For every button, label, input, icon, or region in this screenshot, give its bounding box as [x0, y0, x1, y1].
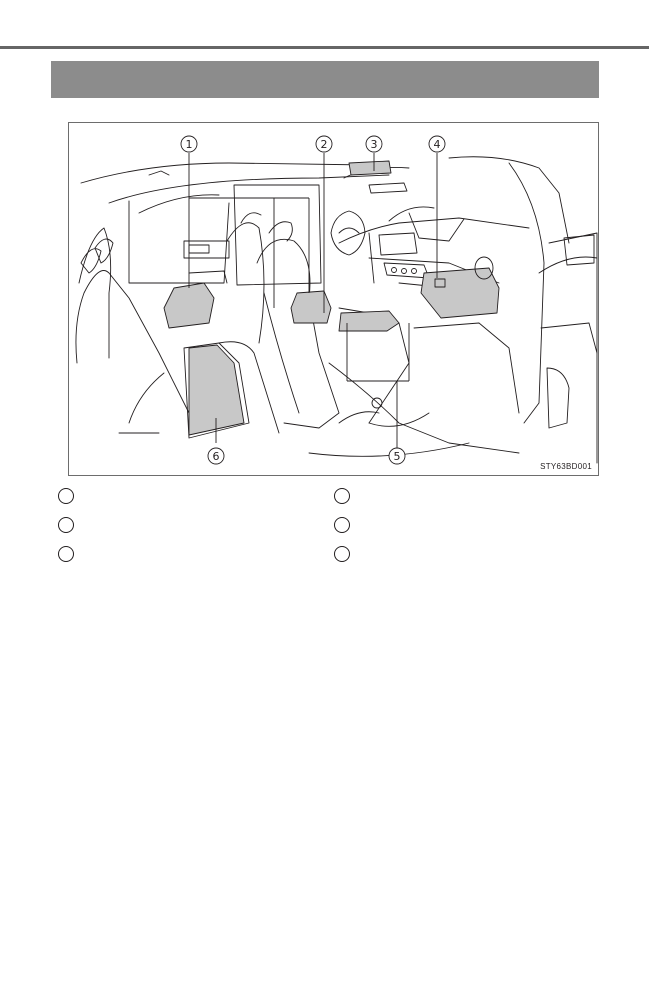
callout-3-circle: [365, 135, 383, 153]
section-header-bar: [51, 61, 599, 98]
legend-marker-5: [58, 546, 74, 562]
callout-1: 1: [186, 138, 193, 151]
top-rule: [0, 46, 649, 49]
callout-2-circle: [315, 135, 333, 153]
interior-illustration: 1 2 3 4 5 6 STY63BD001: [68, 122, 599, 476]
callout-5: 5: [394, 450, 401, 463]
callout-4: 4: [434, 138, 441, 151]
callout-4-circle: [428, 135, 446, 153]
callout-3: 3: [371, 138, 378, 151]
callout-2: 2: [321, 138, 328, 151]
legend-marker-3: [58, 517, 74, 533]
callout-6-circle: [207, 447, 225, 465]
legend-marker-4: [334, 517, 350, 533]
callout-5-circle: [388, 447, 406, 465]
interior-line-drawing: 1 2 3 4 5 6: [75, 135, 598, 465]
callout-1-circle: [180, 135, 198, 153]
figure-code: STY63BD001: [540, 462, 592, 471]
legend-marker-1: [58, 488, 74, 504]
legend-marker-6: [334, 546, 350, 562]
callout-6: 6: [213, 450, 220, 463]
legend-marker-2: [334, 488, 350, 504]
